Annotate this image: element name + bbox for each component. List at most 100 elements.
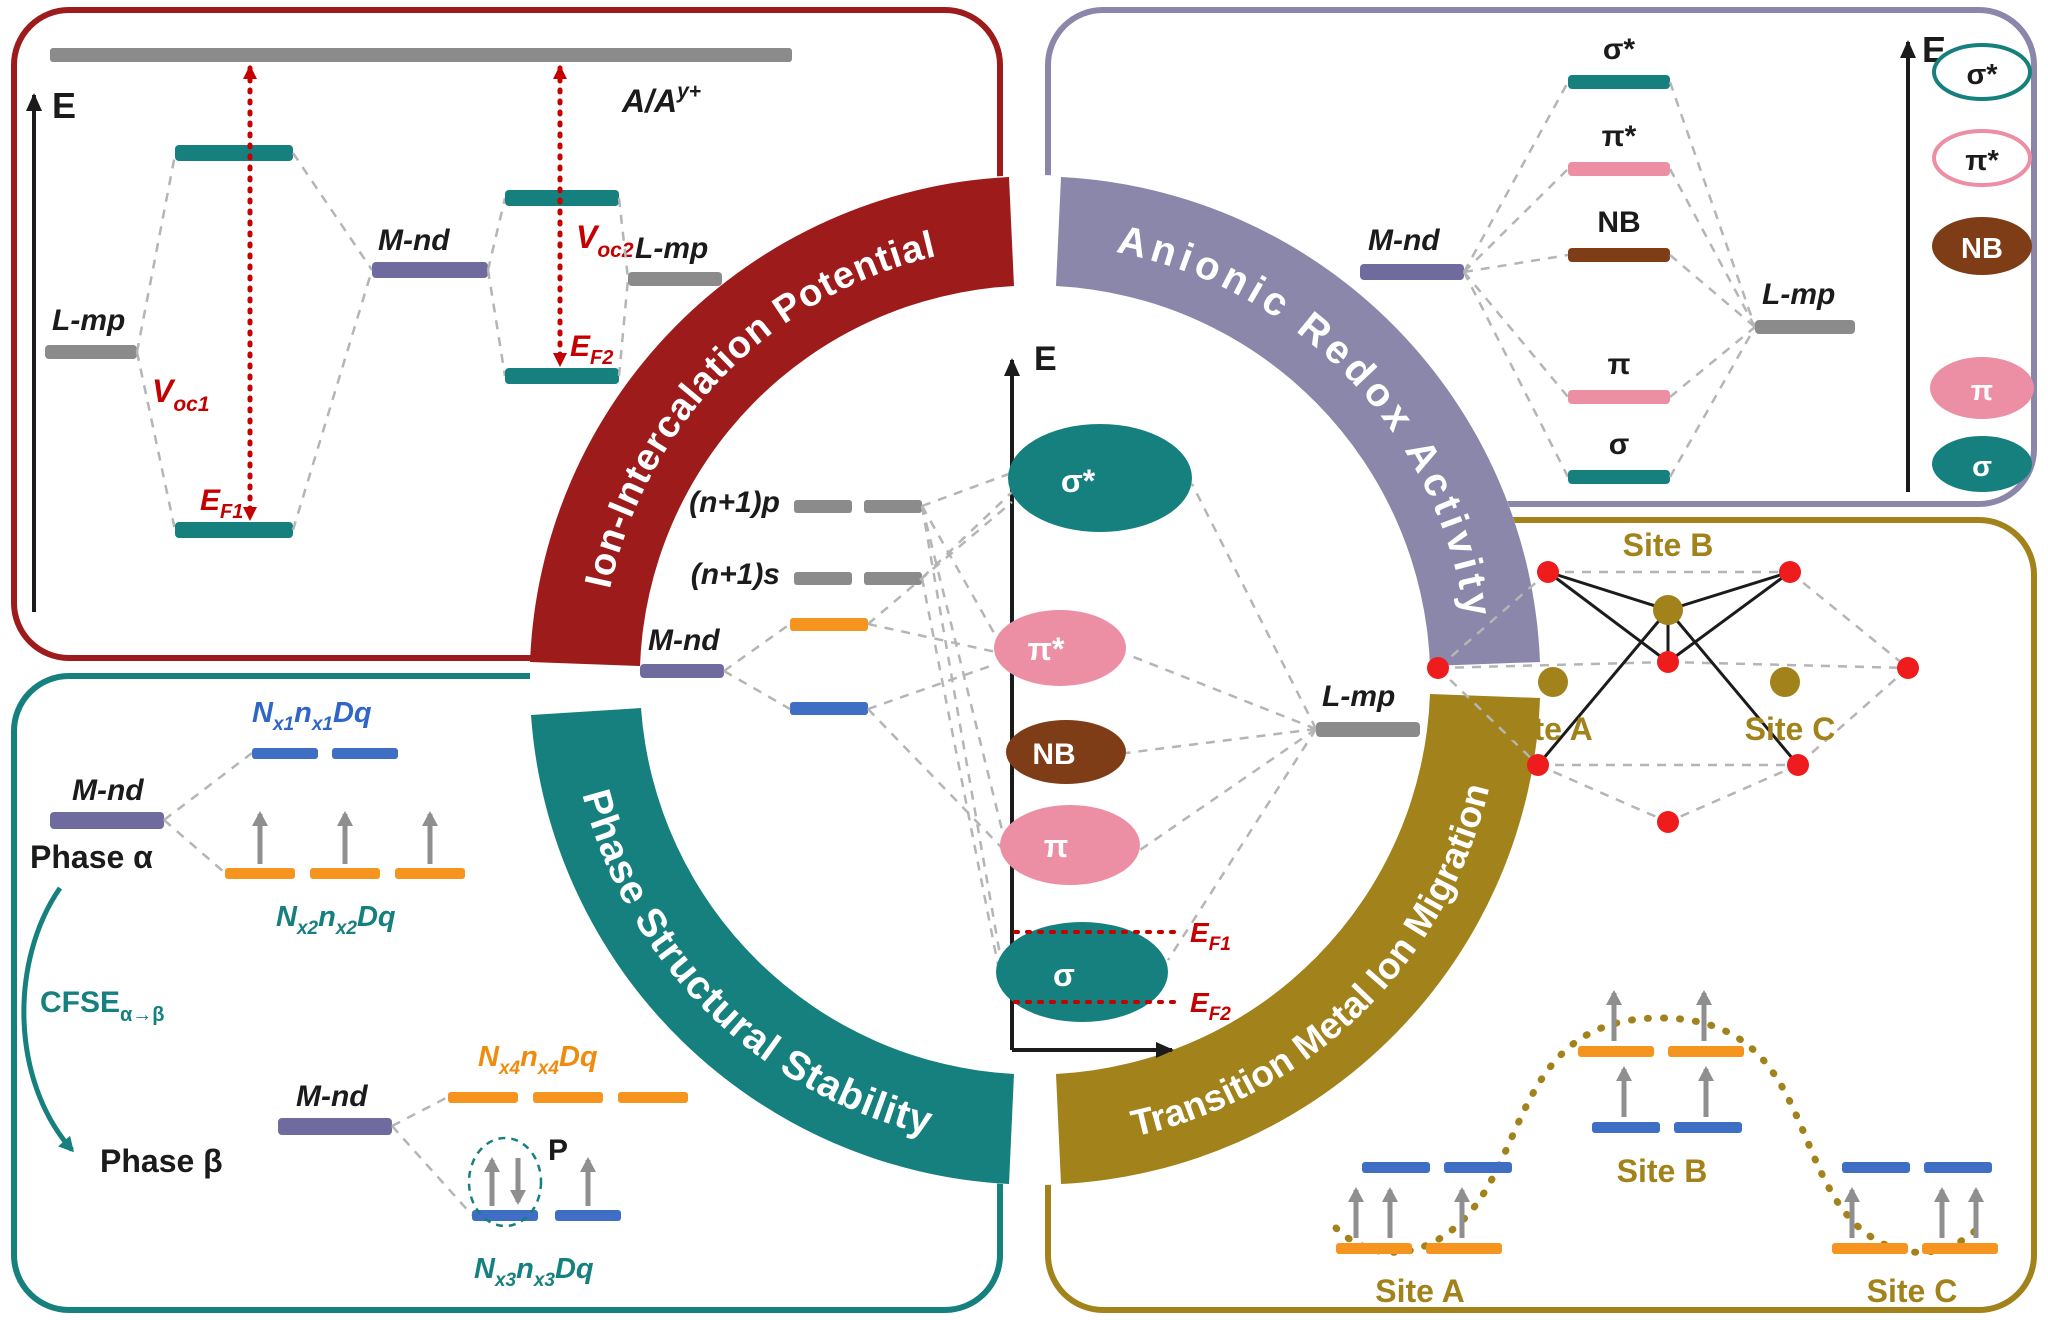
anion-dot	[1779, 561, 1801, 583]
coordination-bond	[1666, 609, 1800, 766]
nx1-n1: N	[252, 697, 274, 729]
cfse-label: CFSEα→β	[40, 986, 165, 1026]
site-a-t2g-bar	[1336, 1243, 1412, 1254]
nx3-label: Nx3nx3Dq	[474, 1253, 594, 1291]
nx2-n2: n	[318, 901, 336, 933]
dashed-connector	[921, 491, 1013, 579]
dos-pi-ellipse	[1930, 357, 2034, 419]
dashed-connector	[1166, 728, 1318, 961]
site-c-eg-bar	[1842, 1162, 1910, 1173]
site-c-label: Site C	[1745, 711, 1836, 747]
np-bar	[794, 500, 852, 513]
dos-pi-label: π	[1971, 375, 1993, 407]
pi-bar	[1568, 390, 1670, 404]
site-c-t2g-bar	[1832, 1243, 1908, 1254]
dashed-connector	[1190, 483, 1318, 730]
nx2-dq: Dq	[357, 901, 396, 933]
ns-label: (n+1)s	[691, 558, 780, 591]
lmp-left-bar	[45, 345, 137, 359]
dashed-connector	[1669, 326, 1756, 398]
voc1-base: V	[152, 373, 176, 409]
nb-band-label: NB	[1032, 738, 1075, 771]
anion-dot	[1787, 754, 1809, 776]
voc2-label: Voc2	[576, 219, 634, 262]
voc2-base: V	[576, 219, 600, 255]
diagram-site-a-label: Site A	[1375, 1273, 1465, 1309]
nx4-n2: n	[520, 1041, 538, 1073]
arc-anionic	[1056, 177, 1540, 666]
dashed-connector	[867, 708, 1003, 849]
dashed-connector	[135, 351, 177, 531]
mnd-beta-bar	[278, 1118, 392, 1135]
sigma-star-band	[1008, 424, 1192, 532]
nb-band	[1006, 720, 1126, 784]
ns-bar	[794, 572, 852, 585]
nx1-n2: n	[294, 697, 312, 729]
site-a-ion	[1538, 667, 1568, 697]
dashed-connector	[867, 622, 997, 654]
anion-dot	[1657, 811, 1679, 833]
pi-star-bar	[1568, 162, 1670, 176]
lattice-edge	[1789, 571, 1909, 669]
pairing-ellipse	[467, 1136, 543, 1228]
phase-panel-content: M-nd Phase α Nx1nx1Dq Nx2nx2Dq CFSEα→β P…	[21, 697, 688, 1291]
t2g-level-bar	[225, 868, 295, 879]
dashed-connector	[291, 152, 374, 271]
dashed-connector	[1125, 652, 1317, 731]
dos-sigma-ellipse	[1932, 436, 2032, 492]
np-bar	[864, 500, 922, 513]
eg-level-bar	[533, 1092, 603, 1103]
coordination-bond	[1667, 570, 1791, 664]
center-mnd-bar	[640, 664, 724, 678]
ef2-base: E	[570, 330, 591, 363]
anion-dot	[1527, 754, 1549, 776]
center-lmp-label: L-mp	[1322, 680, 1395, 713]
sigma-label: σ	[1609, 428, 1630, 461]
nx3-n1: N	[474, 1253, 496, 1285]
t2g-level-bar	[555, 1210, 621, 1221]
ef1-base: E	[200, 484, 221, 517]
site-b-ion	[1653, 595, 1683, 625]
lmp-label: L-mp	[1762, 278, 1835, 311]
mnd-label: M-nd	[378, 224, 450, 257]
eg-level-bar	[448, 1092, 518, 1103]
nx1-label: Nx1nx1Dq	[252, 697, 372, 735]
site-b-upper-bar	[1578, 1046, 1654, 1057]
center-ef1-base: E	[1190, 917, 1210, 948]
mnd-alpha-bar	[50, 812, 164, 829]
nx2-n1: N	[276, 901, 298, 933]
site-b-label: Site B	[1623, 527, 1714, 563]
dos-nb-label: NB	[1961, 233, 2003, 265]
t2g-level-bar	[472, 1210, 538, 1221]
site-a-eg-bar	[1362, 1162, 1430, 1173]
mnd-alpha-label: M-nd	[72, 774, 144, 807]
lattice-edge	[1537, 763, 1669, 824]
dashed-connector	[1462, 271, 1570, 478]
upper-redox-level-bar	[175, 145, 293, 161]
dashed-connector	[1463, 253, 1569, 274]
t2g-level-bar	[310, 868, 380, 879]
anion-dot	[1897, 657, 1919, 679]
dos-pi-star-ellipse	[1932, 129, 2032, 187]
lmp-right-bar	[628, 272, 722, 286]
sigma-bar	[1568, 470, 1670, 484]
coordination-bond	[1667, 570, 1791, 612]
center-energy-axis-label: E	[1034, 340, 1057, 378]
pi-label: π	[1608, 348, 1631, 381]
t2g-level-bar	[395, 868, 465, 879]
dashed-connector	[1669, 254, 1756, 328]
dos-sigma-star-ellipse	[1932, 43, 2032, 101]
migration-energy-diagram: Site A Site B Site C	[1332, 990, 1998, 1309]
nb-bar	[1568, 248, 1670, 262]
voc1-label: Voc1	[152, 373, 210, 416]
nx4-s2: x4	[537, 1058, 560, 1079]
dashed-connector	[1668, 168, 1757, 328]
anion-dot	[1537, 561, 1559, 583]
phase-beta-label: Phase β	[100, 1143, 223, 1179]
nx3-n2: n	[516, 1253, 534, 1285]
lattice-edge	[1437, 667, 1539, 766]
mnd-beta-label: M-nd	[296, 1080, 368, 1113]
site-c-eg-bar	[1924, 1162, 1992, 1173]
electrode-base: A/A	[621, 83, 677, 119]
